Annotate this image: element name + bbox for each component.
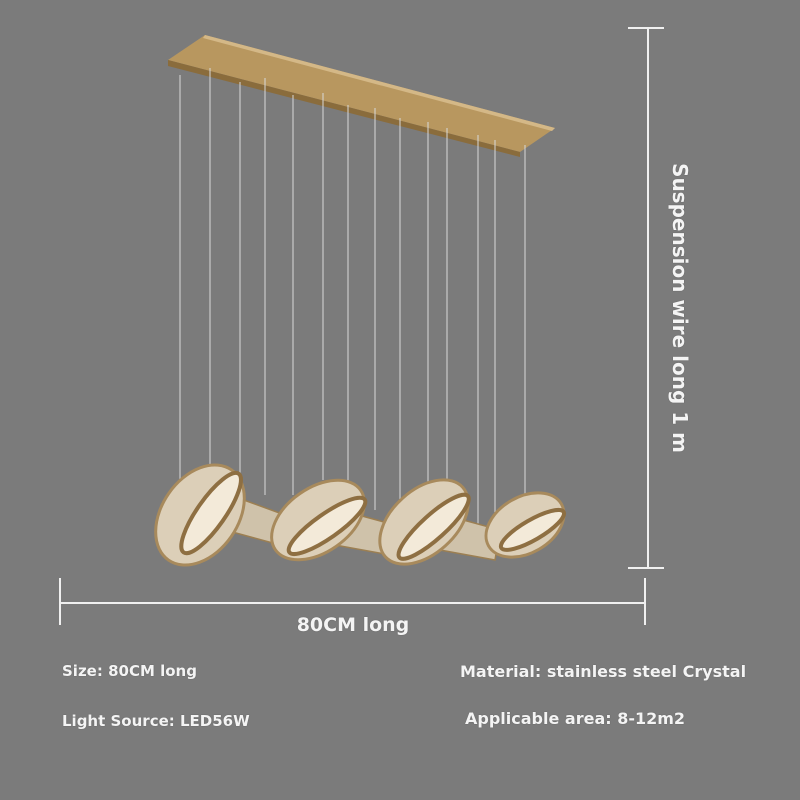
spec-material: Material: stainless steel Crystal [460,662,747,681]
spec-area: Applicable area: 8-12m2 [465,709,686,728]
suspension-wires [179,68,526,525]
width-label: 80CM long [296,614,410,636]
canopy [168,35,555,157]
spec-size: Size: 80CM long [62,662,197,680]
width-dimension-line [59,578,646,625]
crystal-rings [154,463,567,567]
wire-length-label: Suspension wire long 1 m [668,163,692,453]
height-dimension-line [628,27,664,569]
spec-light-source: Light Source: LED56W [62,712,250,730]
